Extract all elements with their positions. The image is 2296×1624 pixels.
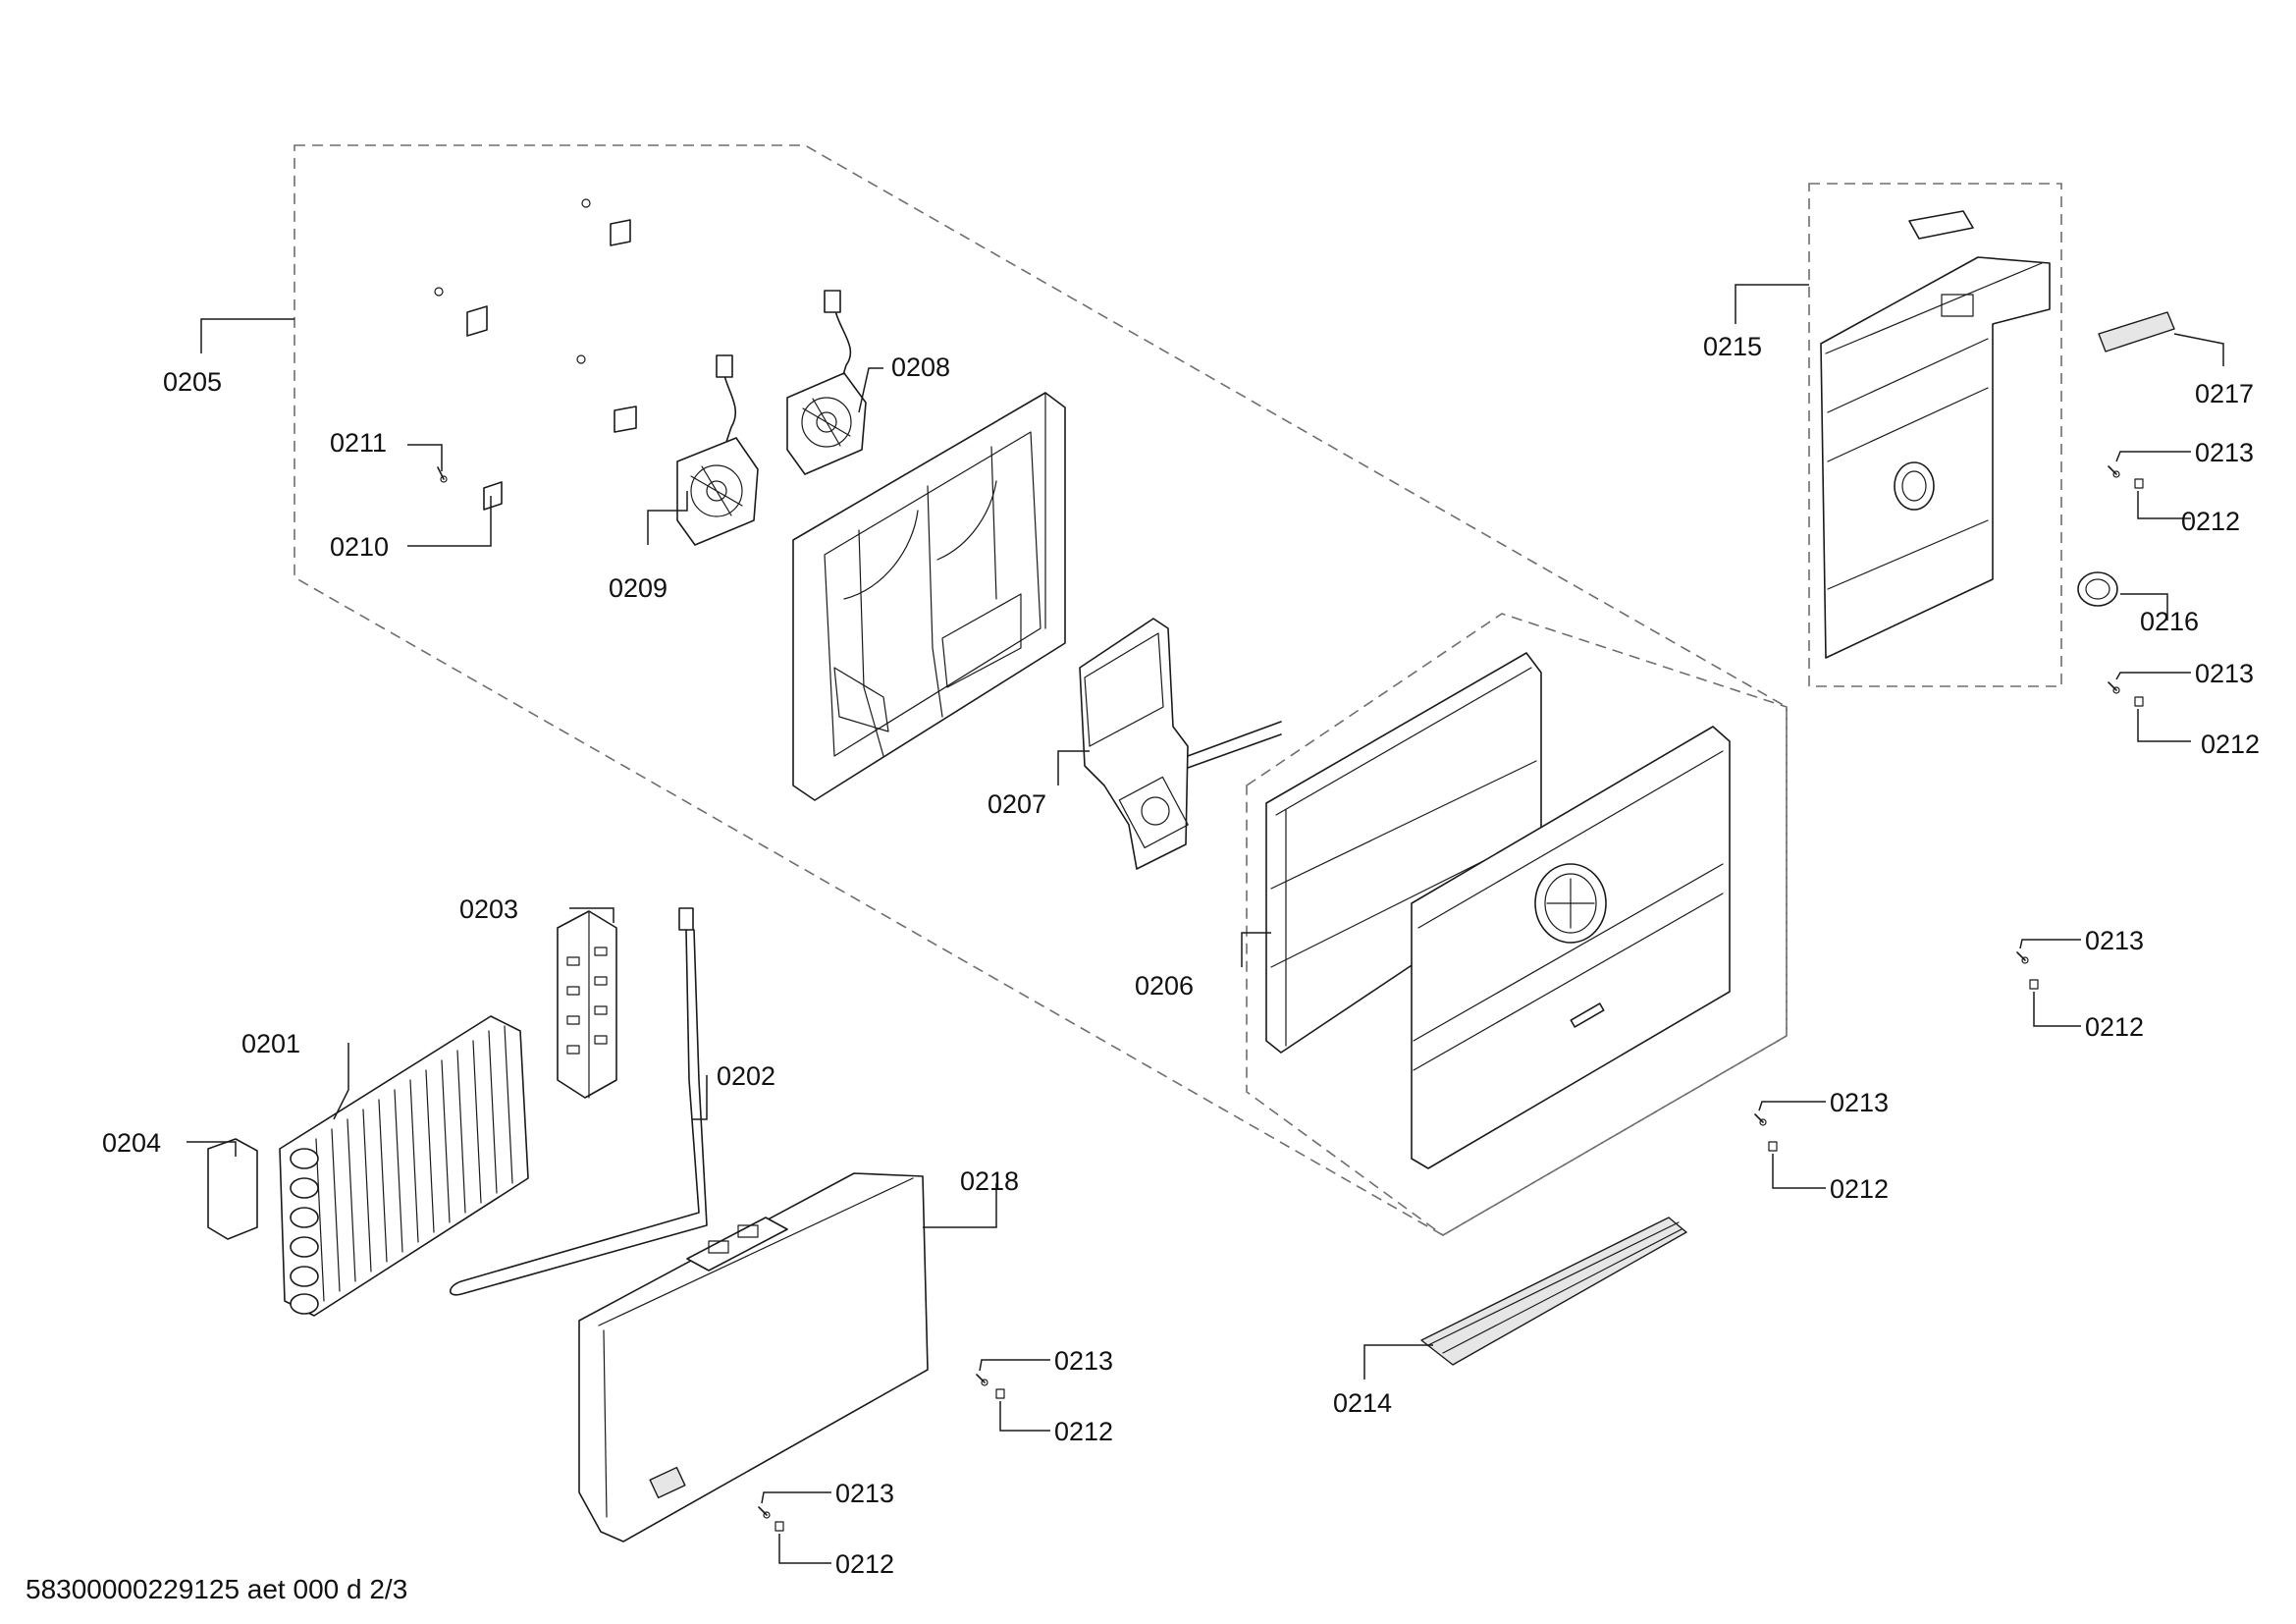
- callout-0213-b: 0213: [2195, 659, 2254, 688]
- bracket-group: [434, 198, 637, 433]
- callout-0217: 0217: [2195, 379, 2254, 408]
- assembly-0205-outline: [294, 144, 1788, 1236]
- assembly-0206-outline: [1246, 613, 1788, 1236]
- grille-0214-icon: [1420, 1217, 1687, 1366]
- callout-0205: 0205: [163, 367, 222, 397]
- callout-0212-c: 0212: [2085, 1012, 2144, 1042]
- callout-0212-f: 0212: [835, 1549, 894, 1579]
- callout-0213-e: 0213: [1054, 1346, 1113, 1376]
- callout-0211: 0211: [330, 428, 387, 458]
- callout-0215: 0215: [1703, 332, 1762, 361]
- callout-0212-d: 0212: [1830, 1174, 1889, 1204]
- bracket-0210-icon: [483, 481, 503, 511]
- heater-wire-0202-icon: [449, 907, 708, 1296]
- screw-clip-set-5: [976, 1374, 1005, 1399]
- callout-0213-c: 0213: [2085, 926, 2144, 955]
- callout-0213-f: 0213: [835, 1479, 894, 1508]
- callout-0209: 0209: [609, 573, 667, 603]
- fan-0208-icon: [786, 290, 867, 475]
- callout-0201: 0201: [241, 1029, 300, 1058]
- callout-0212-a: 0212: [2181, 507, 2240, 536]
- leader-lines: [187, 284, 2224, 1564]
- screw-clip-set-3: [2016, 951, 2039, 990]
- callout-0214: 0214: [1333, 1388, 1392, 1418]
- heater-0203-icon: [557, 910, 617, 1099]
- document-id: 58300000229125 aet 000 d 2/3: [26, 1574, 407, 1604]
- part-0204-icon: [207, 1138, 258, 1240]
- fan-0209-icon: [676, 354, 759, 546]
- screw-clip-set-6: [758, 1506, 784, 1532]
- screw-clip-set-4: [1754, 1113, 1778, 1152]
- callout-labels: 0205 0211 0210 0209 0208 0207 0206 0203 …: [102, 332, 2260, 1579]
- callout-0216: 0216: [2140, 607, 2199, 636]
- filter-0217-icon: [2098, 311, 2175, 352]
- air-duct-frame-icon: [792, 392, 1066, 801]
- duct-0207-icon: [1079, 618, 1282, 870]
- callout-0213-a: 0213: [2195, 438, 2254, 467]
- cover-0218-icon: [578, 1172, 929, 1543]
- screw-0211-icon: [437, 466, 448, 483]
- cover-0215-icon: [1820, 210, 2051, 659]
- callout-0213-d: 0213: [1830, 1088, 1889, 1117]
- screw-clip-set-1: [2108, 465, 2144, 489]
- callout-0212-b: 0212: [2201, 730, 2260, 759]
- callout-0206: 0206: [1135, 971, 1194, 1001]
- callout-0210: 0210: [330, 532, 389, 562]
- assembly-0215-outline: [1808, 183, 2062, 687]
- callout-0218: 0218: [960, 1166, 1019, 1196]
- evaporator-0201-icon: [279, 1015, 529, 1317]
- knob-0216-icon: [2077, 571, 2118, 607]
- front-cover-icon: [1411, 726, 1731, 1169]
- callout-0202: 0202: [717, 1061, 775, 1091]
- screw-clip-set-2: [2108, 681, 2144, 707]
- callout-0204: 0204: [102, 1128, 161, 1158]
- callout-0207: 0207: [988, 789, 1046, 819]
- callout-0203: 0203: [459, 894, 518, 924]
- callout-0208: 0208: [891, 352, 950, 382]
- callout-0212-e: 0212: [1054, 1417, 1113, 1446]
